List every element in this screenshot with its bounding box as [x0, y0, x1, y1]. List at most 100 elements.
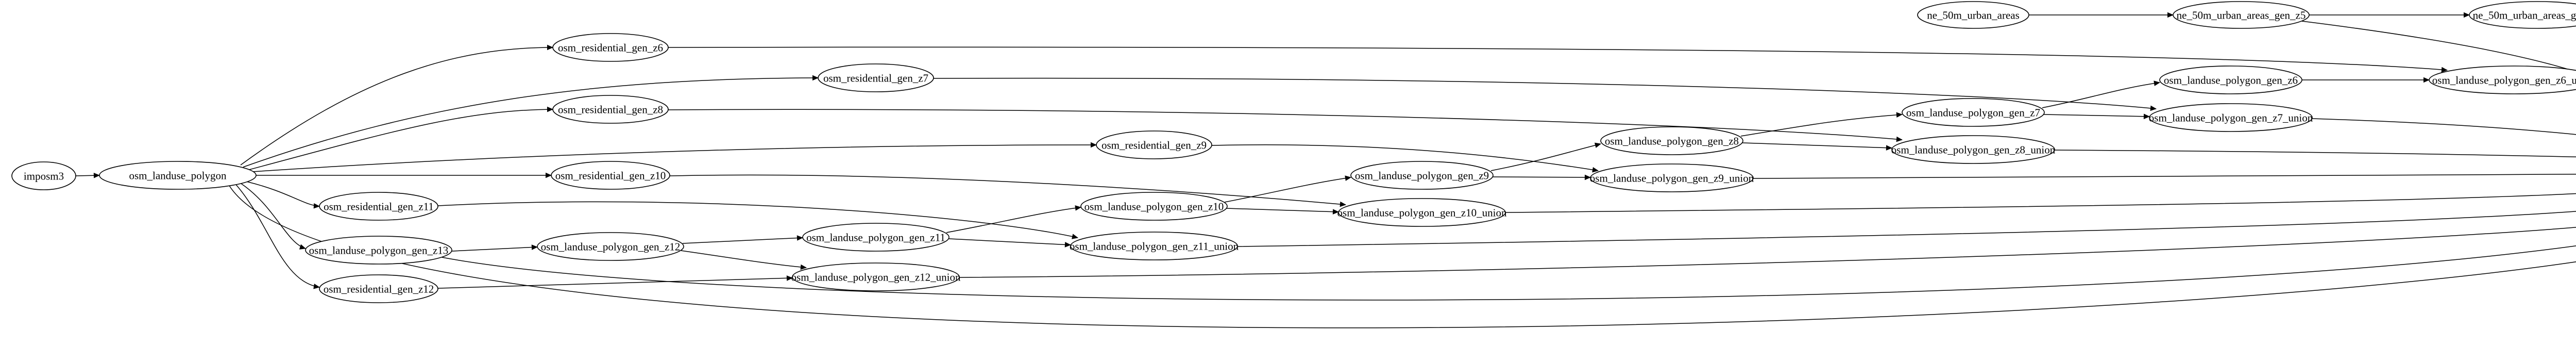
- node-ne_50m_urban_areas_gen_z4: ne_50m_urban_areas_gen_z4: [2469, 1, 2576, 29]
- imposm3-ellipse: [11, 161, 76, 190]
- osm_landuse_polygon_gen_z7-ellipse: [1902, 98, 2045, 127]
- osm_landuse_polygon_gen_z7_union-label: osm_landuse_polygon_gen_z7_union: [2149, 111, 2313, 124]
- edge-osm_landuse_polygon_gen_z10-to-osm_landuse_polygon_gen_z10_union: [1226, 208, 1339, 215]
- ne_50m_urban_areas_gen_z5-ellipse: [2173, 1, 2310, 29]
- osm_landuse_polygon_gen_z8_union-label: osm_landuse_polygon_gen_z8_union: [1891, 143, 2056, 156]
- osm_landuse_polygon_gen_z7_union-ellipse: [2149, 103, 2313, 132]
- osm_residential_gen_z12-label: osm_residential_gen_z12: [324, 283, 434, 295]
- osm_landuse_polygon_gen_z13-label: osm_landuse_polygon_gen_z13: [309, 244, 449, 256]
- osm_landuse_polygon_gen_z11_union-label: osm_landuse_polygon_gen_z11_union: [1070, 240, 1239, 252]
- edge-osm_landuse_polygon-to-osm_residential_gen_z11: [246, 181, 320, 209]
- edge-osm_residential_gen_z7-to-osm_landuse_polygon_gen_z7_union: [933, 77, 2157, 111]
- edge-osm_landuse_polygon_gen_z10_union-to-layer_landuse-z10: [1505, 193, 2576, 213]
- edge-osm_landuse_polygon-to-osm_landuse_polygon_gen_z13: [241, 183, 306, 250]
- ne_50m_urban_areas_gen_z5-label: ne_50m_urban_areas_gen_z5: [2177, 9, 2306, 21]
- osm_residential_gen_z11-ellipse: [319, 192, 438, 221]
- node-osm_residential_gen_z11: osm_residential_gen_z11: [319, 192, 438, 221]
- osm_landuse_polygon_gen_z7-label: osm_landuse_polygon_gen_z7: [1906, 106, 2040, 119]
- edge-osm_landuse_polygon_gen_z12_union-to-layer_landuse-z12: [959, 226, 2576, 278]
- osm_landuse_polygon_gen_z8_union-ellipse: [1891, 135, 2055, 164]
- node-osm_residential_gen_z9: osm_residential_gen_z9: [1096, 130, 1212, 159]
- edge-osm_landuse_polygon_gen_z7-to-osm_landuse_polygon_gen_z6: [2042, 80, 2160, 108]
- edge-osm_landuse_polygon_gen_z9-to-osm_landuse_polygon_gen_z8: [1490, 142, 1601, 171]
- osm_residential_gen_z6-ellipse: [552, 33, 669, 62]
- osm_landuse_polygon_gen_z6_union-ellipse: [2429, 65, 2576, 94]
- osm_residential_gen_z12-ellipse: [319, 274, 438, 303]
- node-osm_landuse_polygon_gen_z8: osm_landuse_polygon_gen_z8: [1600, 126, 1743, 155]
- edge-osm_residential_gen_z6-to-osm_landuse_polygon_gen_z6_union: [668, 46, 2448, 73]
- osm_landuse_polygon_gen_z8-ellipse: [1600, 126, 1743, 155]
- node-ne_50m_urban_areas_gen_z5: ne_50m_urban_areas_gen_z5: [2173, 1, 2310, 29]
- edge-osm_landuse_polygon_gen_z8_union-to-layer_landuse-z8: [2054, 150, 2576, 157]
- edge-osm_landuse_polygon_gen_z13-to-osm_landuse_polygon_gen_z12: [451, 244, 538, 252]
- ne_50m_urban_areas-label: ne_50m_urban_areas: [1927, 9, 2020, 21]
- osm_landuse_polygon_gen_z10-label: osm_landuse_polygon_gen_z10: [1084, 200, 1224, 212]
- edge-osm_landuse_polygon-to-osm_residential_gen_z7: [243, 75, 819, 168]
- node-osm_landuse_polygon_gen_z12_union: osm_landuse_polygon_gen_z12_union: [791, 262, 961, 291]
- osm_landuse_polygon_gen_z12_union-ellipse: [792, 262, 960, 291]
- edge-osm_landuse_polygon_gen_z13-to-layer_landuse-z13: [442, 245, 2576, 301]
- ne_50m_urban_areas_gen_z4-label: ne_50m_urban_areas_gen_z4: [2473, 9, 2576, 21]
- edge-osm_landuse_polygon_gen_z8-to-osm_landuse_polygon_gen_z7: [1740, 112, 1903, 137]
- osm_landuse_polygon_gen_z12-ellipse: [537, 232, 684, 261]
- osm_landuse_polygon-label: osm_landuse_polygon: [129, 169, 227, 182]
- node-osm_landuse_polygon_gen_z6_union: osm_landuse_polygon_gen_z6_union: [2429, 65, 2576, 94]
- osm_landuse_polygon_gen_z9_union-ellipse: [1590, 163, 1754, 192]
- node-osm_landuse_polygon_gen_z6: osm_landuse_polygon_gen_z6: [2159, 65, 2302, 94]
- node-imposm3: imposm3: [11, 161, 76, 190]
- osm_landuse_polygon_gen_z12-label: osm_landuse_polygon_gen_z12: [541, 240, 681, 253]
- osm_residential_gen_z11-label: osm_residential_gen_z11: [324, 200, 434, 212]
- node-osm_residential_gen_z10: osm_residential_gen_z10: [551, 161, 670, 190]
- node-osm_residential_gen_z6: osm_residential_gen_z6: [552, 33, 669, 62]
- osm_landuse_polygon_gen_z13-ellipse: [305, 236, 452, 265]
- osm_residential_gen_z6-label: osm_residential_gen_z6: [558, 41, 663, 54]
- node-osm_residential_gen_z8: osm_residential_gen_z8: [552, 95, 669, 124]
- edge-osm_landuse_polygon_gen_z12-to-osm_landuse_polygon_gen_z11: [682, 235, 803, 244]
- edge-osm_residential_gen_z8-to-osm_landuse_polygon_gen_z8_union: [668, 109, 1903, 142]
- osm_landuse_polygon_gen_z9_union-label: osm_landuse_polygon_gen_z9_union: [1590, 172, 1754, 184]
- edge-osm_landuse_polygon-to-osm_residential_gen_z6: [240, 44, 553, 166]
- edge-ne_50m_urban_areas_gen_z5-to-layer_landuse-z5: [2301, 21, 2576, 72]
- osm_landuse_polygon_gen_z9-label: osm_landuse_polygon_gen_z9: [1355, 169, 1489, 182]
- edge-osm_landuse_polygon_gen_z12-to-osm_landuse_polygon_gen_z12_union: [681, 250, 807, 270]
- node-osm_landuse_polygon: osm_landuse_polygon: [99, 161, 257, 190]
- osm_residential_gen_z10-ellipse: [551, 161, 670, 190]
- imposm3-label: imposm3: [24, 170, 64, 182]
- node-osm_landuse_polygon_gen_z11_union: osm_landuse_polygon_gen_z11_union: [1070, 232, 1239, 260]
- osm_landuse_polygon_gen_z9-ellipse: [1350, 161, 1494, 190]
- osm_landuse_polygon_gen_z11-label: osm_landuse_polygon_gen_z11: [806, 231, 945, 243]
- edge-osm_landuse_polygon_gen_z7-to-osm_landuse_polygon_gen_z7_union: [2043, 113, 2150, 120]
- nodes-layer: imposm3 osm_landuse_polygon osm_residentia…: [11, 1, 2576, 303]
- osm_landuse_polygon_gen_z10_union-ellipse: [1338, 198, 1506, 227]
- node-osm_residential_gen_z7: osm_residential_gen_z7: [818, 63, 934, 92]
- osm_landuse_polygon_gen_z12_union-label: osm_landuse_polygon_gen_z12_union: [791, 271, 961, 283]
- node-osm_landuse_polygon_gen_z10: osm_landuse_polygon_gen_z10: [1080, 192, 1228, 221]
- ne_50m_urban_areas-ellipse: [1917, 1, 2029, 29]
- edge-osm_landuse_polygon-to-layer_landuse-z14+: [229, 185, 2576, 328]
- edges-layer: [75, 12, 2576, 328]
- osm_landuse_polygon_gen_z6-label: osm_landuse_polygon_gen_z6: [2164, 74, 2298, 86]
- osm_landuse_polygon_gen_z6_union-label: osm_landuse_polygon_gen_z6_union: [2432, 74, 2576, 86]
- osm_residential_gen_z9-label: osm_residential_gen_z9: [1101, 139, 1207, 151]
- osm_landuse_polygon-ellipse: [99, 161, 257, 190]
- osm_residential_gen_z7-ellipse: [818, 63, 934, 92]
- node-osm_landuse_polygon_gen_z10_union: osm_landuse_polygon_gen_z10_union: [1337, 198, 1507, 227]
- edge-osm_landuse_polygon_gen_z11_union-to-layer_landuse-z11: [1237, 211, 2576, 247]
- edge-osm_residential_gen_z10-to-osm_landuse_polygon_gen_z10_union: [669, 174, 1346, 207]
- edge-osm_residential_gen_z12-to-osm_landuse_polygon_gen_z12_union: [437, 275, 793, 289]
- node-osm_landuse_polygon_gen_z9: osm_landuse_polygon_gen_z9: [1350, 161, 1494, 190]
- osm_landuse_polygon_gen_z11-ellipse: [802, 223, 950, 252]
- node-osm_landuse_polygon_gen_z7_union: osm_landuse_polygon_gen_z7_union: [2149, 103, 2313, 132]
- node-osm_landuse_polygon_gen_z9_union: osm_landuse_polygon_gen_z9_union: [1590, 163, 1754, 192]
- node-osm_landuse_polygon_gen_z7: osm_landuse_polygon_gen_z7: [1902, 98, 2045, 127]
- node-osm_landuse_polygon_gen_z11: osm_landuse_polygon_gen_z11: [802, 223, 950, 252]
- edge-osm_residential_gen_z9-to-osm_landuse_polygon_gen_z9_union: [1211, 144, 1599, 173]
- osm_residential_gen_z10-label: osm_residential_gen_z10: [555, 169, 666, 182]
- edge-osm_landuse_polygon_gen_z10-to-osm_landuse_polygon_gen_z9: [1224, 175, 1351, 203]
- osm_residential_gen_z8-ellipse: [552, 95, 669, 124]
- node-ne_50m_urban_areas: ne_50m_urban_areas: [1917, 1, 2029, 29]
- edge-osm_landuse_polygon_gen_z9_union-to-layer_landuse-z9: [1753, 173, 2576, 179]
- ne_50m_urban_areas_gen_z4-ellipse: [2469, 1, 2576, 29]
